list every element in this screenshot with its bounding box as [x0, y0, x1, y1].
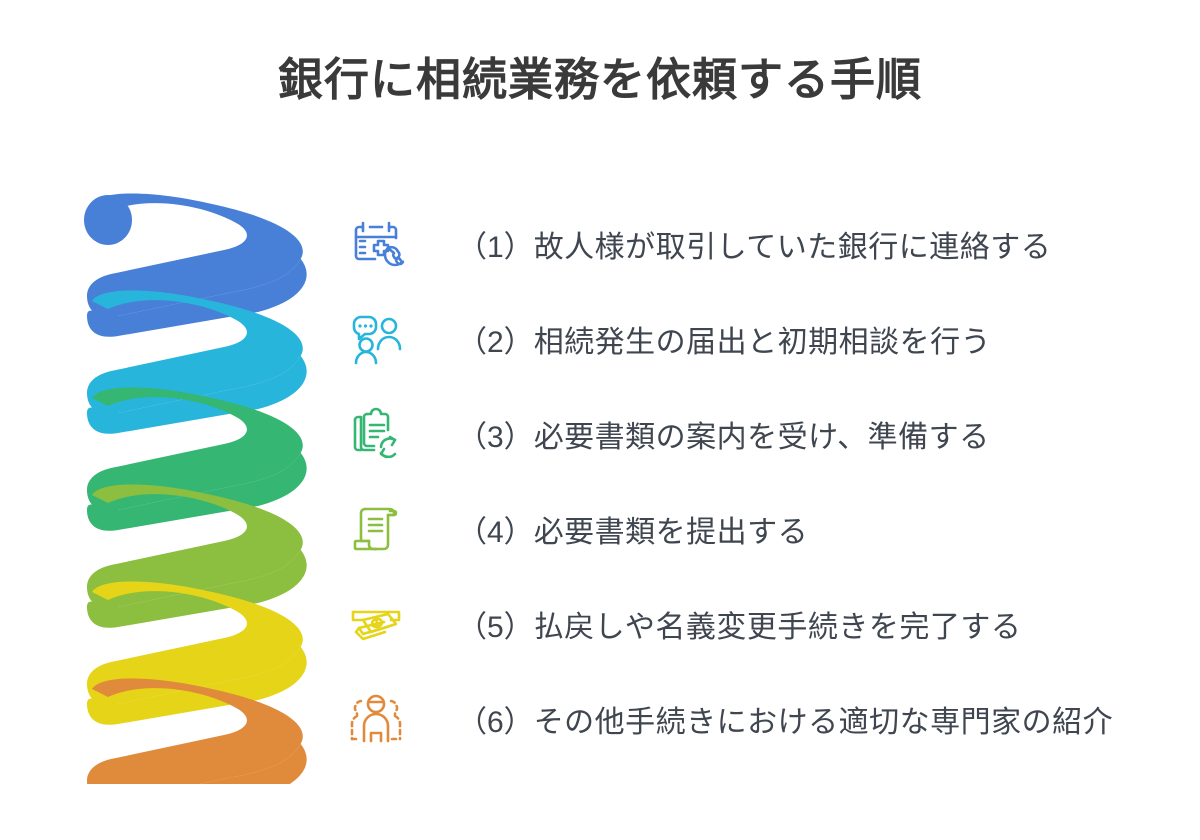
step-text-1: （1）故人様が取引していた銀行に連絡する	[457, 222, 1051, 266]
spiral-coil-3-ribbon	[87, 387, 303, 511]
step-text-2: （2）相続発生の届出と初期相談を行う	[457, 317, 991, 361]
step-number-2: （2）	[457, 325, 534, 359]
step-text-3: （3）必要書類の案内を受け、準備する	[457, 412, 990, 456]
step-row-4: （4）必要書類を提出する	[345, 481, 1175, 576]
people-speech-bubble-icon	[345, 308, 407, 370]
spiral-coil-4-ribbon	[87, 484, 303, 608]
expert-group-icon	[345, 688, 407, 750]
spiral-coil-3-back	[87, 452, 307, 531]
step-number-6: （6）	[457, 705, 534, 739]
spiral-coil-2-ribbon	[87, 290, 303, 414]
spiral-coil-5-back	[87, 646, 307, 725]
spiral-coil-2-back	[87, 355, 307, 434]
step-label-3: 必要書類の案内を受け、準備する	[533, 420, 990, 454]
step-row-1: （1）故人様が取引していた銀行に連絡する	[345, 196, 1175, 291]
spiral-coil-4	[87, 484, 307, 628]
step-row-6: （6）その他手続きにおける適切な専門家の紹介	[345, 671, 1175, 766]
spiral-coil-1-ribbon	[87, 193, 303, 317]
step-number-3: （3）	[457, 420, 534, 454]
step-row-2: （2）相続発生の届出と初期相談を行う	[345, 291, 1175, 386]
spiral-coil-1	[84, 193, 307, 337]
page-title: 銀行に相続業務を依頼する手順	[277, 54, 922, 105]
step-text-4: （4）必要書類を提出する	[457, 507, 808, 551]
calendar-plus-phone-icon	[345, 213, 407, 275]
spiral-coil-3	[87, 387, 307, 531]
spiral-coil-1-back	[87, 258, 307, 337]
clipboard-refresh-icon	[345, 403, 407, 465]
step-label-5: 払戻しや名義変更手続きを完了する	[533, 610, 1022, 644]
step-number-1: （1）	[457, 230, 534, 264]
spiral-coil-6-ribbon	[87, 678, 303, 802]
spiral-coil-5-ribbon	[87, 581, 303, 705]
cash-atm-icon	[345, 593, 407, 655]
spiral-coil-5	[87, 581, 307, 725]
step-row-3: （3）必要書類の案内を受け、準備する	[345, 386, 1175, 481]
step-number-4: （4）	[457, 515, 534, 549]
step-row-5: （5）払戻しや名義変更手続きを完了する	[345, 576, 1175, 671]
spiral-start-cap	[84, 195, 132, 245]
scroll-document-icon	[345, 498, 407, 560]
step-label-2: 相続発生の届出と初期相談を行う	[533, 325, 992, 359]
spiral-coil-2	[87, 290, 307, 434]
spiral-graphic	[78, 182, 323, 822]
step-text-5: （5）払戻しや名義変更手続きを完了する	[457, 602, 1021, 646]
step-label-6: その他手続きにおける適切な専門家の紹介	[533, 705, 1114, 739]
spiral-svg	[84, 193, 307, 822]
step-label-4: 必要書類を提出する	[533, 515, 809, 549]
step-label-1: 故人様が取引していた銀行に連絡する	[533, 230, 1052, 264]
step-text-6: （6）その他手続きにおける適切な専門家の紹介	[457, 697, 1113, 741]
steps-list: （1）故人様が取引していた銀行に連絡する （2）相続発生の届出と初期相談を行う	[345, 196, 1175, 766]
step-number-5: （5）	[457, 610, 534, 644]
spiral-coil-4-back	[87, 549, 307, 628]
